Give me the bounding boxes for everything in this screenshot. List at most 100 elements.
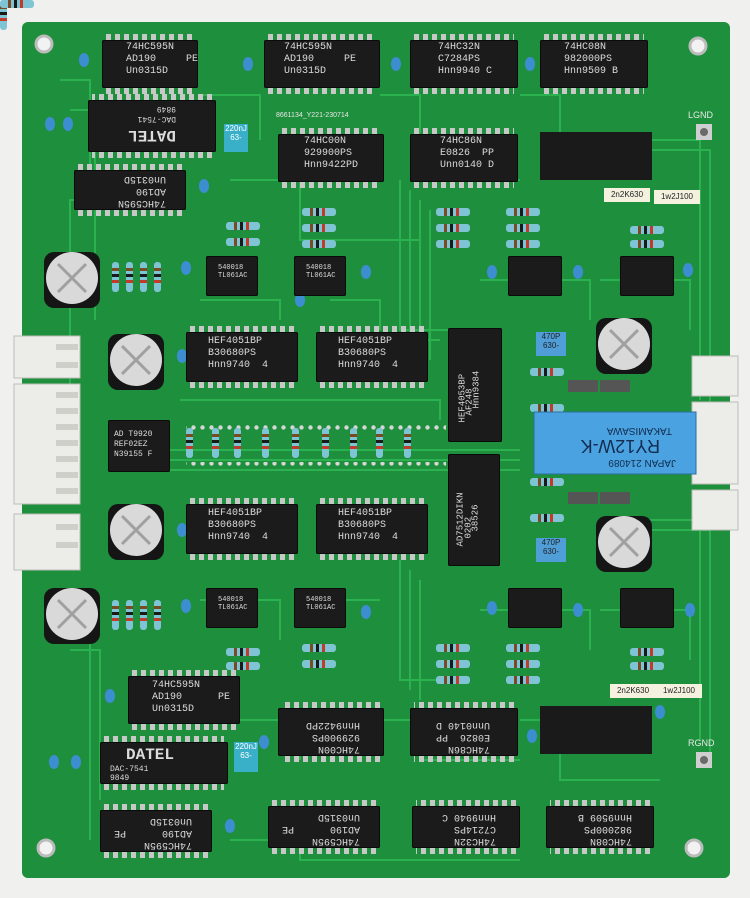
- cap-1w2j100-top: 1w2J100: [654, 190, 700, 204]
- ic-line-3: Hnn9422PD: [304, 160, 359, 171]
- right-connectors: [691, 355, 739, 531]
- ic-line-1: 74HC595N: [143, 839, 192, 850]
- black-ic-block-bottom: [540, 706, 652, 754]
- ic-line-1: HEF4051BP: [338, 508, 393, 519]
- cap-220nj-top: 220nJ 63-: [224, 124, 248, 152]
- ic-line-3: Un0315D: [284, 66, 327, 77]
- relay-origin: JAPAN 214089: [608, 457, 676, 468]
- ic-74hc08n-top: 74HC08N 982000PS Hnn9509 B: [540, 34, 648, 94]
- opamp-upper-4: [620, 256, 674, 296]
- ic-line-2: B30680PS: [338, 348, 387, 359]
- ic-line-1: 74HC86N: [440, 136, 483, 147]
- ic-line-1: 74HC00N: [317, 743, 360, 754]
- ic-line-3: Hnn9509 B: [564, 66, 619, 77]
- ic-line-2: AD190 PE: [152, 692, 231, 703]
- datel-code: 9849: [110, 774, 130, 783]
- ic-line-3: Hnn9740 4: [208, 360, 269, 371]
- ic-line-1: 74HC08N: [589, 835, 632, 846]
- ic-74hc595n-bottom-left: 74HC595N AD190 PE Un0315D: [128, 670, 240, 730]
- cap-2n2k630-bottom: 2n2K630: [610, 684, 656, 698]
- small-caps: [45, 53, 695, 833]
- electrolytic-caps: [44, 252, 652, 644]
- ic-line-2: C7214PS: [453, 823, 496, 834]
- ic-74hc595n-top-1: 74HC595N AD190 PE Un0315D: [102, 34, 199, 94]
- ic-line-1: 74HC595N: [311, 835, 360, 846]
- ic-hef4051bp-4: HEF4051BP B30680PS Hnn9740 4: [316, 498, 428, 560]
- ic-line-3: Hnn9384: [471, 370, 482, 409]
- ic-line-2: AD190 PE: [284, 54, 357, 65]
- cap-220nj-bottom: 220nJ 63-: [234, 742, 258, 772]
- ic-hef4053bp: HEF4053BP AF248 Hnn9384: [448, 328, 502, 442]
- ic-line-1: 74HC08N: [564, 42, 607, 53]
- relay-body: [533, 411, 697, 475]
- ic-line-3: Unn0140 D: [440, 160, 495, 171]
- ic-line-1: 74HC595N: [152, 680, 201, 691]
- ic-74hc00n-bottom: 74HC00N 929900PS Hnn9422PD: [278, 702, 384, 762]
- ic-line-1: 74HC32N: [453, 835, 496, 846]
- datel-brand: DATEL: [127, 126, 176, 144]
- ic-ref02ez: AD T9920 REF02EZ N39155 F: [108, 420, 170, 472]
- ic-line-3: Un0315D: [126, 66, 169, 77]
- ic-line-2: 982000PS: [564, 54, 613, 65]
- left-connectors: [13, 335, 81, 571]
- ic-datel-dac-bottom: DATEL DAC-7541 9849: [100, 736, 228, 790]
- mount-hole-tl: [34, 34, 54, 54]
- ic-74hc595n-left: 74HC595N AD190 Un0315D: [74, 164, 186, 216]
- ic-line-2: 929900PS: [311, 731, 360, 742]
- ic-line-3: Hnn9940 C: [438, 66, 493, 77]
- relay-brand: TAKAMISAWA: [606, 425, 672, 436]
- cap-470p-lower: 470P 630-: [536, 538, 566, 562]
- ic-line-3: Hnn9509 B: [577, 811, 632, 822]
- ic-hef4051bp-3: HEF4051BP B30680PS Hnn9740 4: [186, 498, 298, 560]
- ic-line-3: Hnn9740 4: [338, 532, 399, 543]
- cap-2n2k630-top: 2n2K630: [604, 188, 650, 202]
- relay-model: RY12W-K: [580, 436, 660, 456]
- ic-74hc32n-bottom: 74HC32N C7214PS Hnn9940 C: [412, 800, 520, 854]
- ic-datel-dac-top: DATEL DAC-7541 9849: [88, 94, 216, 158]
- ic-line-3: Hnn9740 4: [208, 532, 269, 543]
- ic-line-1: AD T9920: [114, 430, 153, 439]
- ic-74hc00n-top: 74HC00N 929900PS Hnn9422PD: [278, 128, 384, 188]
- cap-1w2j100-bottom: 1w2J100: [656, 684, 702, 698]
- ic-line-2: REF02EZ: [114, 440, 148, 449]
- ic-line-2: B30680PS: [208, 520, 257, 531]
- ic-line-1: HEF4051BP: [208, 508, 263, 519]
- ic-line-1: 74HC86N: [447, 743, 490, 754]
- opamp-upper-1: 540018 TL061AC: [206, 256, 258, 296]
- ic-line-2: AD190 PE: [113, 827, 192, 838]
- ic-line-3: Un0315D: [123, 173, 166, 184]
- ic-line-3: N39155 F: [114, 450, 153, 459]
- ic-line-1: 74HC595N: [284, 42, 333, 53]
- ic-line-2: B30680PS: [338, 520, 387, 531]
- ic-line-3: Hnn9940 C: [441, 811, 496, 822]
- relay-labels: JAPAN 214089 RY12W-K TAKAMISAWA: [540, 416, 690, 470]
- ic-line-3: Unn0140 D: [435, 719, 490, 730]
- ic-ad7512dikn: AD7512DIKN 0202 38526: [448, 454, 500, 566]
- lgnd-label: LGND: [688, 110, 714, 120]
- datel-model: DAC-7541: [110, 765, 149, 774]
- ic-74hc86n-bottom: 74HC86N E0826 PP Unn0140 D: [410, 702, 518, 762]
- ic-74hc595n-bottom-1: 74HC595N AD190 PE Un0315D: [100, 804, 212, 858]
- ic-line-3: Un0315D: [149, 815, 192, 826]
- datel-code: 9849: [156, 104, 176, 113]
- opamp-upper-2: 540018 TL061AC: [294, 256, 346, 296]
- ic-line-3: Hnn9740 4: [338, 360, 399, 371]
- ic-line-2: B30680PS: [208, 348, 257, 359]
- opamp-lower-4: [620, 588, 674, 628]
- black-ic-block-top: [540, 132, 652, 180]
- resistors: [0, 0, 664, 684]
- ic-hef4051bp-2: HEF4051BP B30680PS Hnn9740 4: [316, 326, 428, 388]
- mount-hole-br: [684, 838, 704, 858]
- ic-line-2: AD190 PE: [126, 54, 199, 65]
- ic-74hc86n-top: 74HC86N E0826 PP Unn0140 D: [410, 128, 518, 188]
- ic-74hc595n-top-2: 74HC595N AD190 PE Un0315D: [264, 34, 380, 94]
- ic-line-3: Hnn9422PD: [305, 719, 360, 730]
- mount-hole-bl: [36, 838, 56, 858]
- ic-line-1: 74HC595N: [117, 197, 166, 208]
- ic-line-1: HEF4051BP: [208, 336, 263, 347]
- opamp-lower-2: 540018 TL061AC: [294, 588, 346, 628]
- mount-hole-tr: [688, 36, 708, 56]
- board-id-label: 8661134_Y221-230714: [276, 112, 349, 119]
